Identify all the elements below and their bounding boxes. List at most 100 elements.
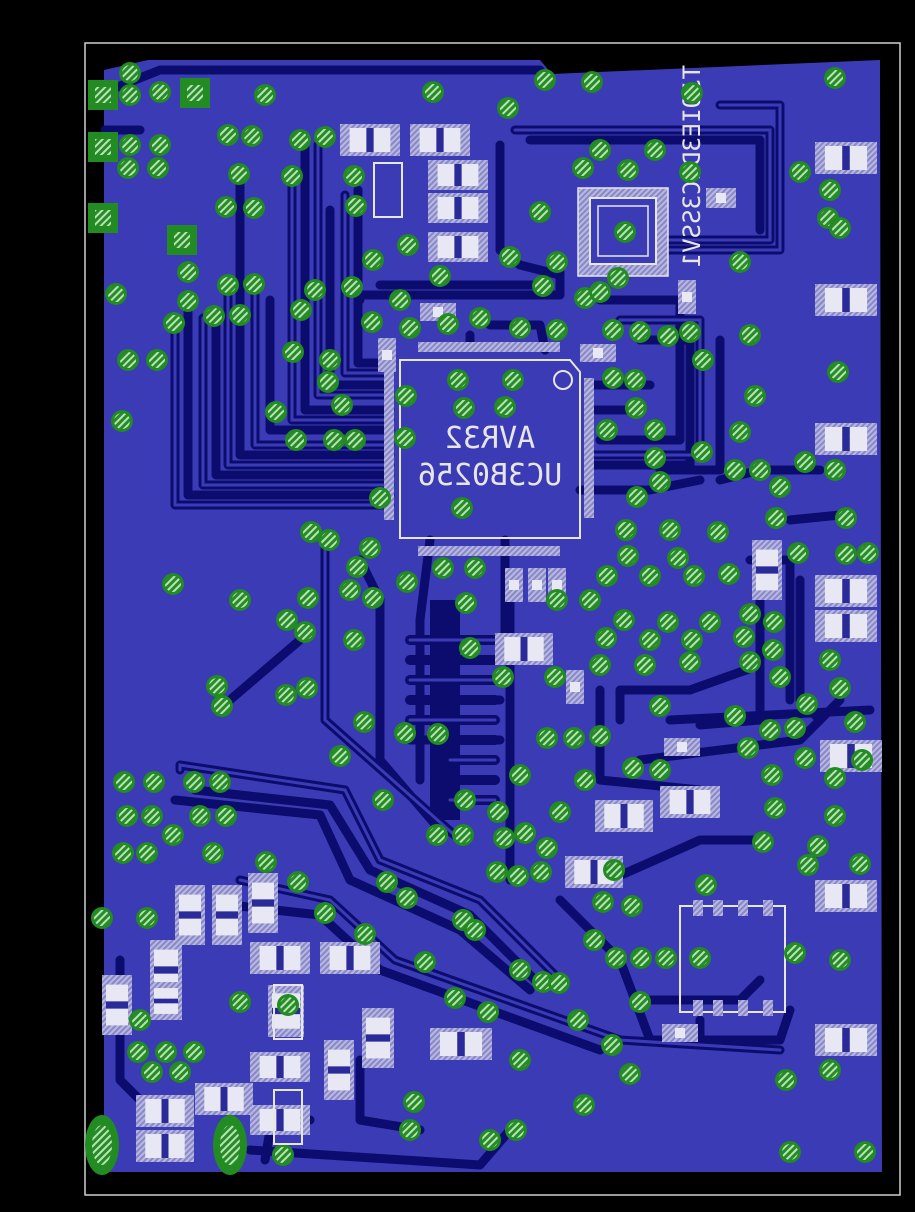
via xyxy=(724,459,746,481)
via xyxy=(141,805,163,827)
via xyxy=(819,649,841,671)
smd-component xyxy=(136,1130,194,1162)
smd-component xyxy=(660,786,720,818)
via xyxy=(617,159,639,181)
via xyxy=(529,201,551,223)
via xyxy=(691,441,713,463)
via xyxy=(763,611,785,633)
via xyxy=(432,557,454,579)
via xyxy=(397,234,419,256)
smd-component xyxy=(410,124,470,156)
board-outline xyxy=(84,42,901,1196)
via xyxy=(149,81,171,103)
smd-component xyxy=(495,633,553,665)
via xyxy=(429,265,451,287)
via xyxy=(744,385,766,407)
via xyxy=(453,397,475,419)
via xyxy=(602,367,624,389)
via xyxy=(692,349,714,371)
via xyxy=(835,543,857,565)
via xyxy=(829,949,851,971)
small-component xyxy=(566,670,584,704)
via xyxy=(649,759,671,781)
via xyxy=(183,1041,205,1063)
via xyxy=(209,771,231,793)
smd-component xyxy=(430,1028,492,1060)
via xyxy=(318,529,340,551)
via xyxy=(765,507,787,529)
via xyxy=(229,991,251,1013)
via xyxy=(189,805,211,827)
via xyxy=(857,542,879,564)
via xyxy=(625,397,647,419)
smd-component xyxy=(815,423,877,455)
via xyxy=(824,67,846,89)
via xyxy=(589,139,611,161)
via xyxy=(532,275,554,297)
via xyxy=(290,299,312,321)
via xyxy=(567,1009,589,1031)
via xyxy=(752,831,774,853)
small-component xyxy=(664,738,700,756)
vias xyxy=(91,62,879,1166)
via xyxy=(452,824,474,846)
via xyxy=(202,842,224,864)
via xyxy=(797,854,819,876)
via xyxy=(119,62,141,84)
via xyxy=(681,629,703,651)
via xyxy=(276,609,298,631)
via xyxy=(169,1061,191,1083)
via xyxy=(739,603,761,625)
via xyxy=(492,666,514,688)
via xyxy=(146,349,168,371)
via xyxy=(243,273,265,295)
via xyxy=(396,887,418,909)
via xyxy=(544,666,566,688)
smd-component xyxy=(150,982,182,1020)
via xyxy=(844,711,866,733)
via xyxy=(829,217,851,239)
via xyxy=(603,859,625,881)
small-component xyxy=(378,338,396,372)
via xyxy=(563,727,585,749)
via xyxy=(296,677,318,699)
smd-component xyxy=(136,1095,194,1127)
via xyxy=(762,639,784,661)
via xyxy=(394,722,416,744)
via xyxy=(314,126,336,148)
via xyxy=(297,587,319,609)
via xyxy=(399,1119,421,1141)
via xyxy=(659,519,681,541)
smd-component xyxy=(175,885,205,945)
via xyxy=(396,571,418,593)
small-component xyxy=(505,568,523,602)
via xyxy=(215,196,237,218)
via xyxy=(254,84,276,106)
via xyxy=(824,459,846,481)
via xyxy=(359,537,381,559)
via xyxy=(344,429,366,451)
via xyxy=(573,1094,595,1116)
via xyxy=(634,654,656,676)
via xyxy=(282,341,304,363)
via xyxy=(127,1041,149,1063)
via xyxy=(824,805,846,827)
via xyxy=(119,134,141,156)
smd-component xyxy=(250,942,310,974)
via xyxy=(275,684,297,706)
via xyxy=(493,827,515,849)
via xyxy=(683,565,705,587)
via xyxy=(346,556,368,578)
via xyxy=(583,929,605,951)
via xyxy=(602,319,624,341)
via xyxy=(136,842,158,864)
via xyxy=(614,221,636,243)
via xyxy=(119,84,141,106)
via xyxy=(679,321,701,343)
via xyxy=(217,124,239,146)
smd-component xyxy=(250,1052,310,1082)
via xyxy=(592,891,614,913)
via xyxy=(509,764,531,786)
via xyxy=(699,611,721,633)
